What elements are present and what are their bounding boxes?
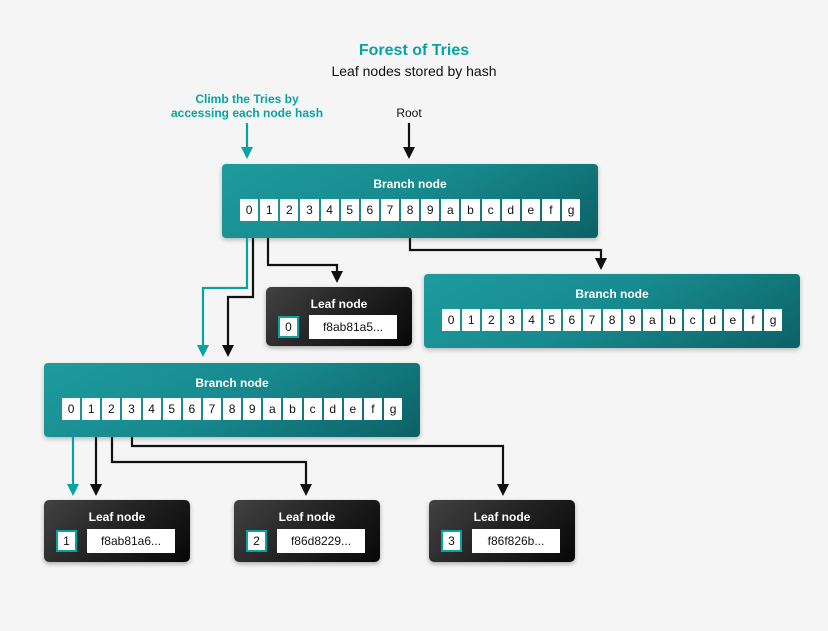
branch-cell-0: 0	[442, 309, 461, 331]
page-title: Forest of Tries	[358, 42, 470, 59]
page-subtitle: Leaf nodes stored by hash	[331, 63, 497, 79]
branch-cell-g: g	[562, 199, 581, 221]
branch-cell-9: 9	[623, 309, 642, 331]
branch-cell-3: 3	[502, 309, 521, 331]
leaf-hash-value: f8ab81a5...	[309, 315, 397, 339]
branch-cell-2: 2	[482, 309, 501, 331]
leaf-hash-value: f86f826b...	[472, 529, 560, 553]
branch-cell-d: d	[501, 199, 520, 221]
branch-node-title: Branch node	[575, 287, 649, 301]
branch-cell-6: 6	[182, 398, 201, 420]
branch-cell-1: 1	[462, 309, 481, 331]
leaf-hash-value: f86d8229...	[277, 529, 365, 553]
branch-cell-e: e	[521, 199, 540, 221]
connector-climb-branchroot-to-branchleft	[197, 238, 249, 357]
leaf-node-1: Leaf node 1 f8ab81a6...	[44, 500, 190, 562]
branch-cell-1: 1	[260, 199, 279, 221]
branch-cell-f: f	[541, 199, 560, 221]
branch-cell-c: c	[683, 309, 702, 331]
leaf-node-row: 2 f86d8229...	[234, 529, 380, 553]
climb-annotation: Climb the Tries by accessing each node h…	[137, 92, 357, 120]
leaf-node-row: 1 f8ab81a6...	[44, 529, 190, 553]
leaf-node-row: 0 f8ab81a5...	[266, 315, 412, 339]
branch-cell-0: 0	[62, 398, 81, 420]
branch-cell-9: 9	[243, 398, 262, 420]
branch-cell-f: f	[363, 398, 382, 420]
branch-cell-7: 7	[380, 199, 399, 221]
branch-cell-4: 4	[522, 309, 541, 331]
leaf-index-cell: 1	[56, 530, 77, 552]
branch-node-title: Branch node	[195, 376, 269, 390]
connector-cell0-to-branch-left	[222, 238, 255, 357]
branch-cell-1: 1	[82, 398, 101, 420]
branch-cell-7: 7	[582, 309, 601, 331]
leaf-index-cell: 3	[441, 530, 462, 552]
branch-cell-a: a	[643, 309, 662, 331]
leaf-node-3: Leaf node 3 f86f826b...	[429, 500, 575, 562]
leaf-node-0: Leaf node 0 f8ab81a5...	[266, 287, 412, 346]
branch-cell-5: 5	[542, 309, 561, 331]
branch-cell-4: 4	[320, 199, 339, 221]
branch-cell-b: b	[461, 199, 480, 221]
branch-cell-g: g	[384, 398, 403, 420]
branch-cell-4: 4	[142, 398, 161, 420]
connector-cell8-to-branch-right	[408, 238, 607, 270]
leaf-index-cell: 2	[246, 530, 267, 552]
climb-annotation-line2: accessing each node hash	[170, 106, 324, 120]
leaf-node-title: Leaf node	[310, 297, 368, 311]
branch-cell-c: c	[481, 199, 500, 221]
branch-cell-3: 3	[122, 398, 141, 420]
branch-cell-5: 5	[340, 199, 359, 221]
branch-cell-a: a	[263, 398, 282, 420]
branch-cell-9: 9	[421, 199, 440, 221]
branch-cell-b: b	[663, 309, 682, 331]
branch-cell-g: g	[764, 309, 783, 331]
branch-cell-7: 7	[202, 398, 221, 420]
climb-annotation-line1: Climb the Tries by	[195, 92, 299, 106]
leaf-index-cell: 0	[278, 316, 299, 338]
branch-cell-f: f	[743, 309, 762, 331]
branch-cell-d: d	[323, 398, 342, 420]
branch-cell-8: 8	[223, 398, 242, 420]
branch-cell-d: d	[703, 309, 722, 331]
connector-cell3-to-leaf-3	[130, 437, 509, 496]
branch-cell-c: c	[303, 398, 322, 420]
leaf-node-title: Leaf node	[473, 510, 531, 524]
branch-node-title: Branch node	[373, 177, 447, 191]
branch-cell-3: 3	[300, 199, 319, 221]
branch-cell-b: b	[283, 398, 302, 420]
branch-cell-e: e	[343, 398, 362, 420]
leaf-node-title: Leaf node	[88, 510, 146, 524]
branch-cell-6: 6	[360, 199, 379, 221]
branch-cell-a: a	[441, 199, 460, 221]
branch-cell-2: 2	[280, 199, 299, 221]
connector-cell1-to-leaf-0	[266, 238, 343, 283]
leaf-node-row: 3 f86f826b...	[429, 529, 575, 553]
leaf-node-title: Leaf node	[278, 510, 336, 524]
leaf-node-2: Leaf node 2 f86d8229...	[234, 500, 380, 562]
root-label: Root	[396, 106, 422, 120]
leaf-hash-value: f8ab81a6...	[87, 529, 175, 553]
connector-cell2-to-leaf-2	[110, 437, 312, 496]
branch-cell-0: 0	[240, 199, 259, 221]
branch-cell-8: 8	[603, 309, 622, 331]
branch-cell-8: 8	[401, 199, 420, 221]
branch-cell-2: 2	[102, 398, 121, 420]
branch-cell-e: e	[723, 309, 742, 331]
branch-cell-5: 5	[162, 398, 181, 420]
branch-cell-6: 6	[562, 309, 581, 331]
